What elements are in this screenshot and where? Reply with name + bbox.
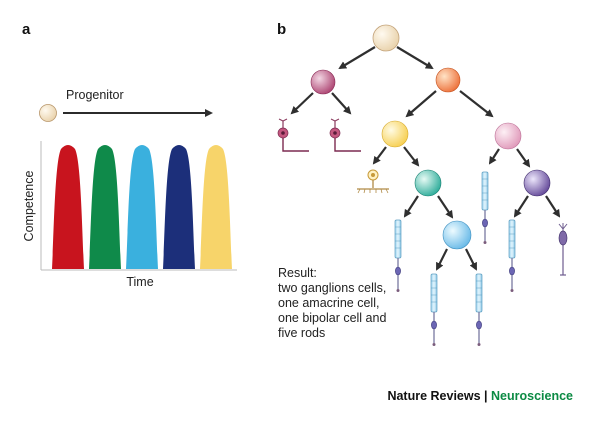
credit-separator: | <box>481 389 491 403</box>
purple-progenitor-cell <box>523 169 551 197</box>
arrow-pink-right <box>516 148 531 168</box>
panel-b-label: b <box>277 21 286 38</box>
progenitor-cell <box>39 104 57 122</box>
competence-wave <box>200 145 232 269</box>
rod-cell <box>508 219 516 293</box>
competence-wave <box>163 145 195 269</box>
arrow-pink-left <box>488 148 500 165</box>
credit-section: Neuroscience <box>491 389 573 403</box>
arrow-root-left <box>338 46 376 70</box>
result-line: five rods <box>278 326 325 340</box>
yellow-progenitor-cell <box>381 120 409 148</box>
competence-wave <box>89 145 121 269</box>
blue-progenitor-cell <box>442 220 472 250</box>
panel-a-label: a <box>22 21 31 38</box>
ganglion-cell <box>329 118 361 152</box>
competence-wave <box>126 145 158 269</box>
result-line: two ganglions cells, <box>278 281 386 295</box>
rod-cell <box>475 273 483 347</box>
teal-progenitor-cell <box>414 169 442 197</box>
credit-line: Nature Reviews | Neuroscience <box>387 389 573 403</box>
competence-wave <box>52 145 84 269</box>
arrow-orange-right <box>459 90 494 118</box>
lineage-arrows <box>290 46 561 271</box>
rod-cell <box>430 273 438 347</box>
arrow-teal-right <box>437 195 454 219</box>
progenitor-label: Progenitor <box>66 88 124 102</box>
y-axis-label: Competence <box>22 171 36 242</box>
orange-progenitor-cell <box>435 67 461 93</box>
credit-journal: Nature Reviews <box>387 389 480 403</box>
arrow-yellow-left <box>372 146 387 165</box>
root-progenitor-cell <box>372 24 400 52</box>
x-axis-label: Time <box>126 275 153 289</box>
ganglion-cell <box>277 118 309 152</box>
arrow-maroon-right <box>331 92 352 115</box>
competence-chart <box>40 141 237 271</box>
arrow-purple-right <box>545 195 561 218</box>
arrow-blue-right <box>465 248 477 271</box>
arrow-blue-left <box>436 248 448 271</box>
result-line: Result: <box>278 266 317 280</box>
arrow-root-right <box>396 46 434 70</box>
arrow-orange-left <box>405 90 437 118</box>
maroon-progenitor-cell <box>310 69 336 95</box>
arrow-purple-left <box>513 195 529 218</box>
arrow-maroon-left <box>290 92 314 115</box>
arrow-teal-left <box>403 195 419 218</box>
result-line: one amacrine cell, <box>278 296 379 310</box>
result-line: one bipolar cell and <box>278 311 386 325</box>
arrow-yellow-right <box>403 146 420 167</box>
pink-progenitor-cell <box>494 122 522 150</box>
bipolar-cell <box>558 223 568 276</box>
rod-cell <box>394 219 402 293</box>
result-text: Result: two ganglions cells, one amacrin… <box>278 266 390 340</box>
amacrine-cell <box>357 169 389 194</box>
rod-cell <box>481 171 489 245</box>
